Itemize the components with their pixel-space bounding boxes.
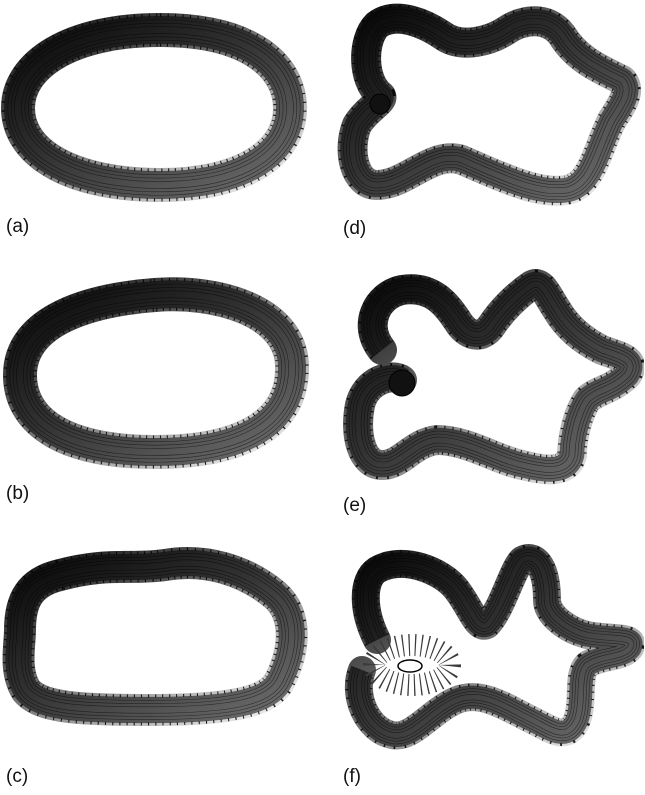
panel-label: (f): [343, 766, 361, 788]
tube-knot: [389, 370, 415, 396]
tube-coil-inner: [398, 660, 422, 672]
panel-label: (b): [6, 483, 29, 505]
tube-figure-f: [322, 530, 644, 795]
panel-f: (f): [322, 530, 644, 795]
tube-knot: [370, 94, 390, 114]
panel-d: (d): [322, 0, 644, 265]
panel-label: (d): [343, 218, 366, 240]
panel-label: (c): [6, 766, 28, 788]
tube-figure-a: [0, 0, 322, 265]
tube-figure-c: [0, 530, 322, 795]
panel-e: (e): [322, 265, 644, 530]
tube-figure-b: [0, 265, 322, 530]
panel-b: (b): [0, 265, 322, 530]
panel-label: (e): [343, 495, 366, 517]
panel-c: (c): [0, 530, 322, 795]
tube-figure-d: [322, 0, 644, 265]
panel-label: (a): [6, 216, 29, 238]
panel-a: (a): [0, 0, 322, 265]
tube-figure-e: [322, 265, 644, 530]
